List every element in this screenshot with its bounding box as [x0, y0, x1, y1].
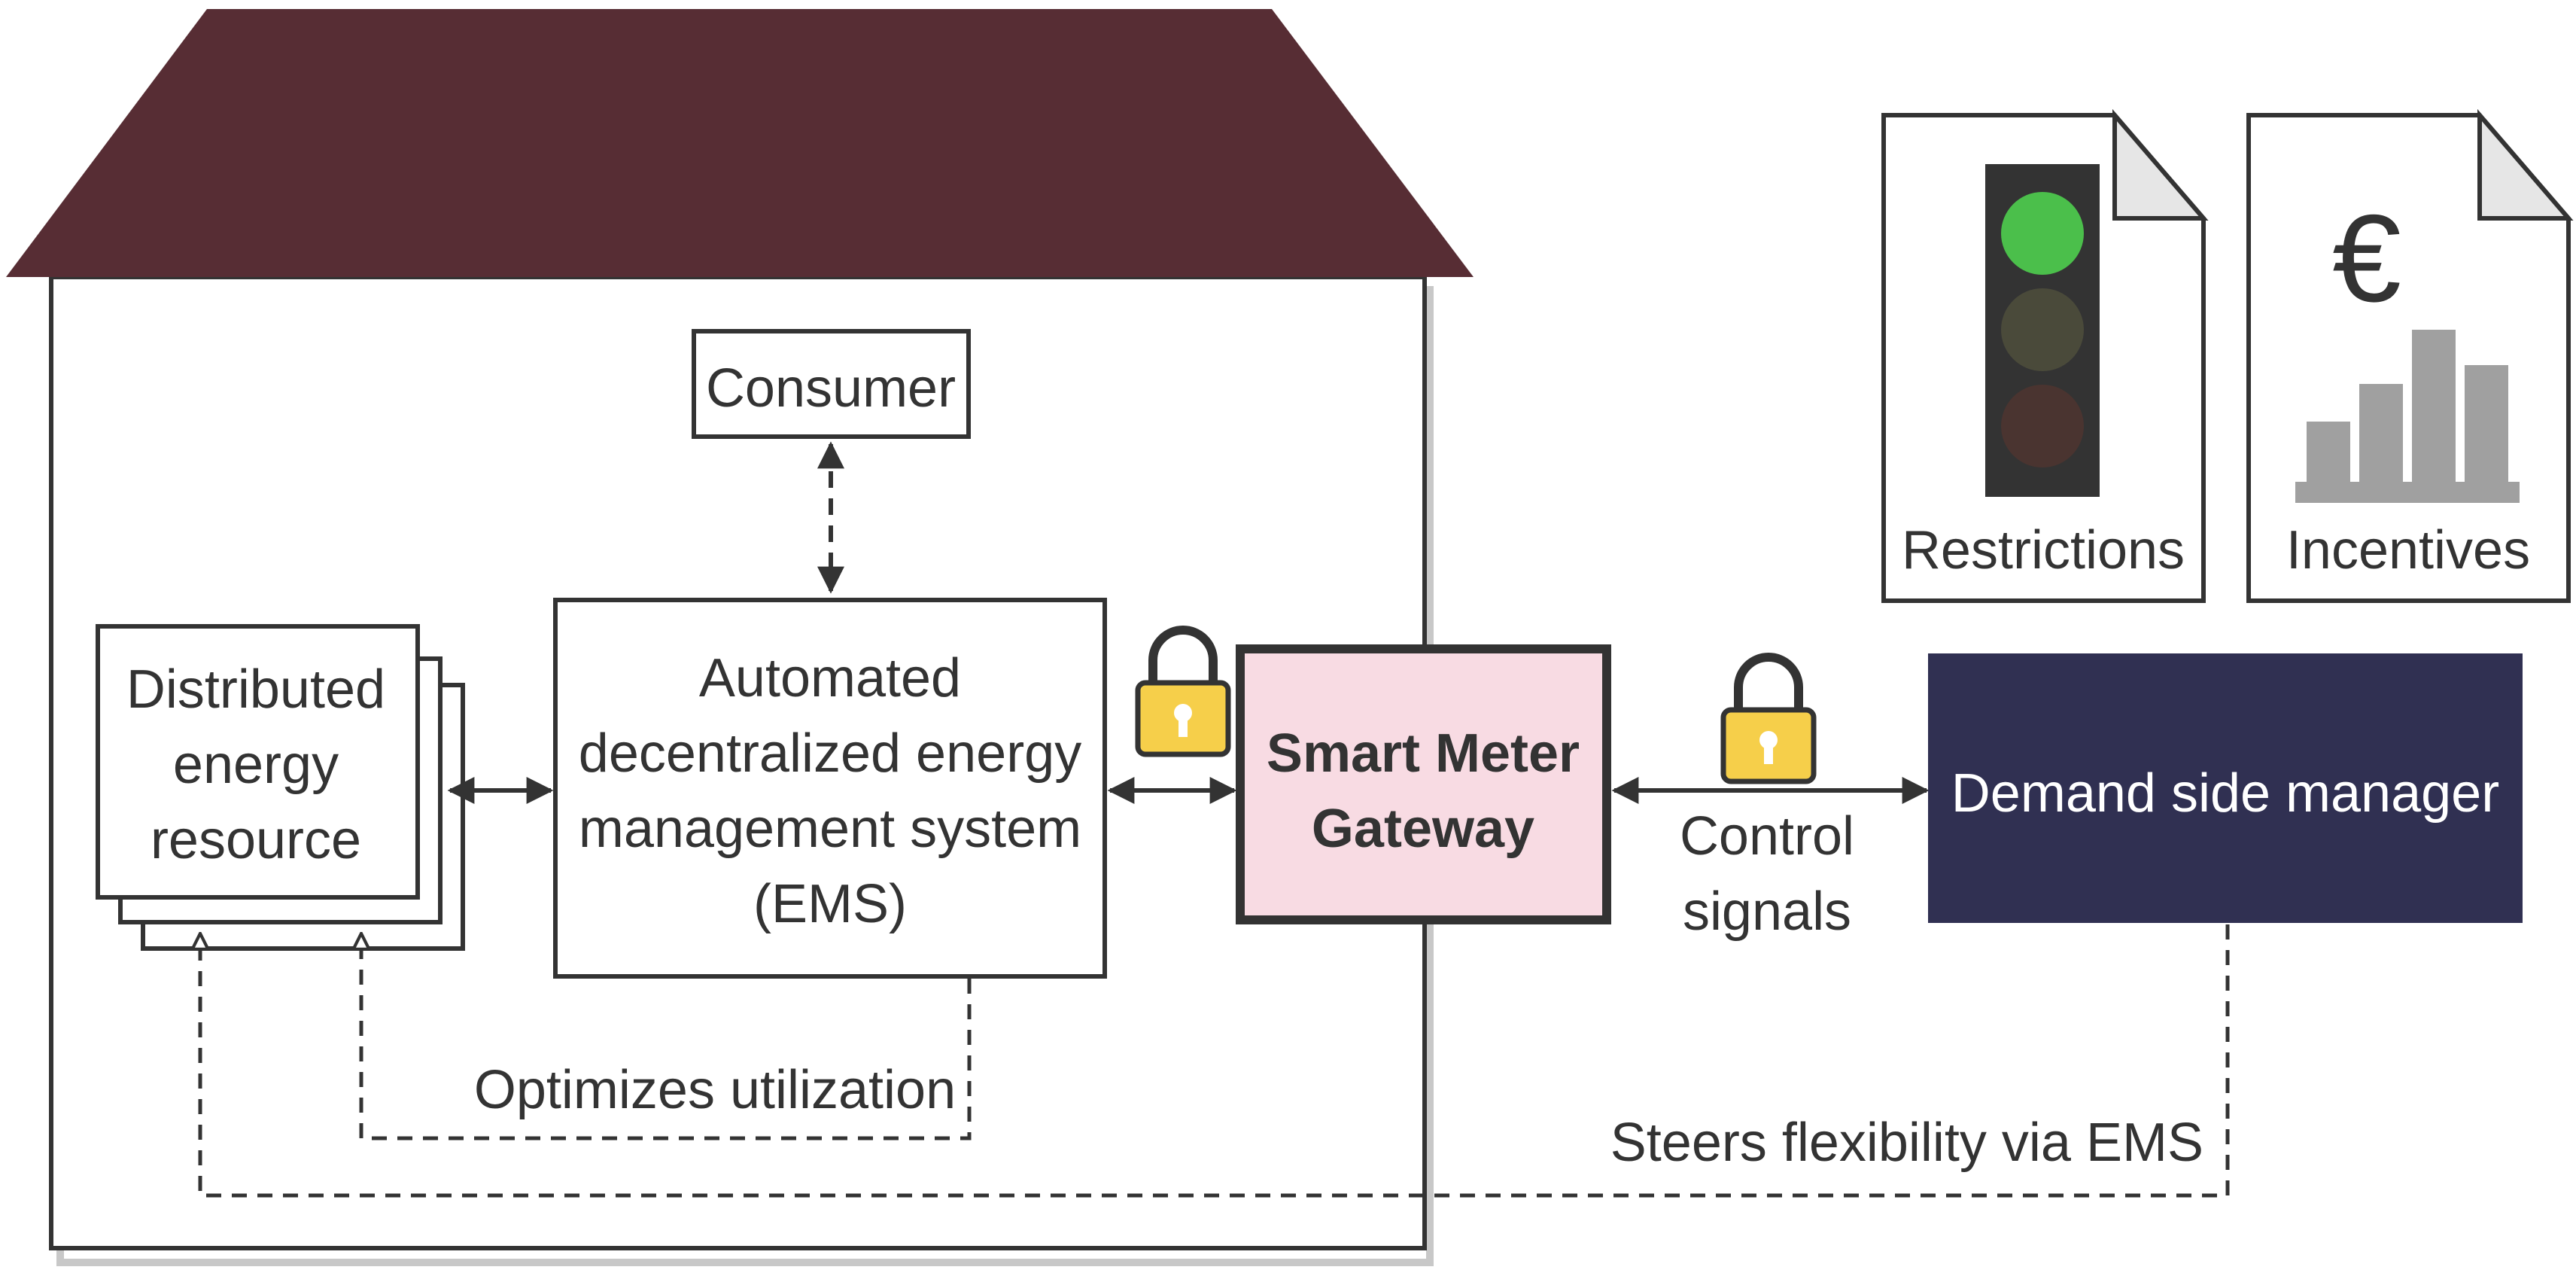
demand-side-manager-box: Demand side manager: [1928, 653, 2523, 923]
gateway-label-line-2: Gateway: [1312, 799, 1534, 859]
incentives-label: Incentives: [2286, 520, 2530, 580]
control-signals-label-line-1: Control: [1680, 806, 1854, 866]
traffic-light-icon: [1985, 164, 2100, 497]
page-fold-icon: [2477, 108, 2574, 221]
incentives-document: € Incentives: [2246, 108, 2574, 603]
optimizes-utilization-label: Optimizes utilization: [474, 1060, 956, 1120]
der-label-line-1: Distributed: [126, 659, 385, 720]
der-label-line-3: resource: [151, 810, 361, 870]
restrictions-document: Restrictions: [1881, 108, 2209, 603]
house-roof: [6, 9, 1474, 277]
smart-meter-gateway-box: Smart Meter Gateway: [1236, 644, 1611, 924]
page-fold-icon: [2112, 108, 2209, 221]
optimizes-utilization-connector: [361, 933, 972, 1140]
der-stack: Distributed energy resource: [96, 624, 465, 951]
ems-box: Automated decentralized energy managemen…: [553, 598, 1107, 979]
padlock-icon: [1135, 626, 1231, 757]
demand-side-manager-label: Demand side manager: [1951, 763, 2499, 824]
euro-icon: €: [2332, 189, 2401, 327]
control-signals-label-line-2: signals: [1683, 882, 1851, 942]
gateway-label-line-1: Smart Meter: [1267, 723, 1580, 784]
der-card-front: [96, 624, 420, 900]
bar-chart-icon: [2295, 330, 2520, 503]
steers-flexibility-connector: [200, 924, 2230, 1198]
restrictions-label: Restrictions: [1902, 520, 2185, 580]
steers-flexibility-label: Steers flexibility via EMS: [1610, 1113, 2203, 1173]
der-label-line-2: energy: [173, 735, 339, 795]
ems-label-line-2: decentralized energy: [579, 723, 1081, 784]
consumer-label: Consumer: [706, 358, 956, 419]
ems-label-line-1: Automated: [699, 648, 961, 708]
ems-label-line-4: (EMS): [753, 874, 907, 934]
ems-label-line-3: management system: [579, 799, 1081, 859]
padlock-icon: [1720, 653, 1817, 784]
consumer-box: Consumer: [692, 329, 971, 439]
